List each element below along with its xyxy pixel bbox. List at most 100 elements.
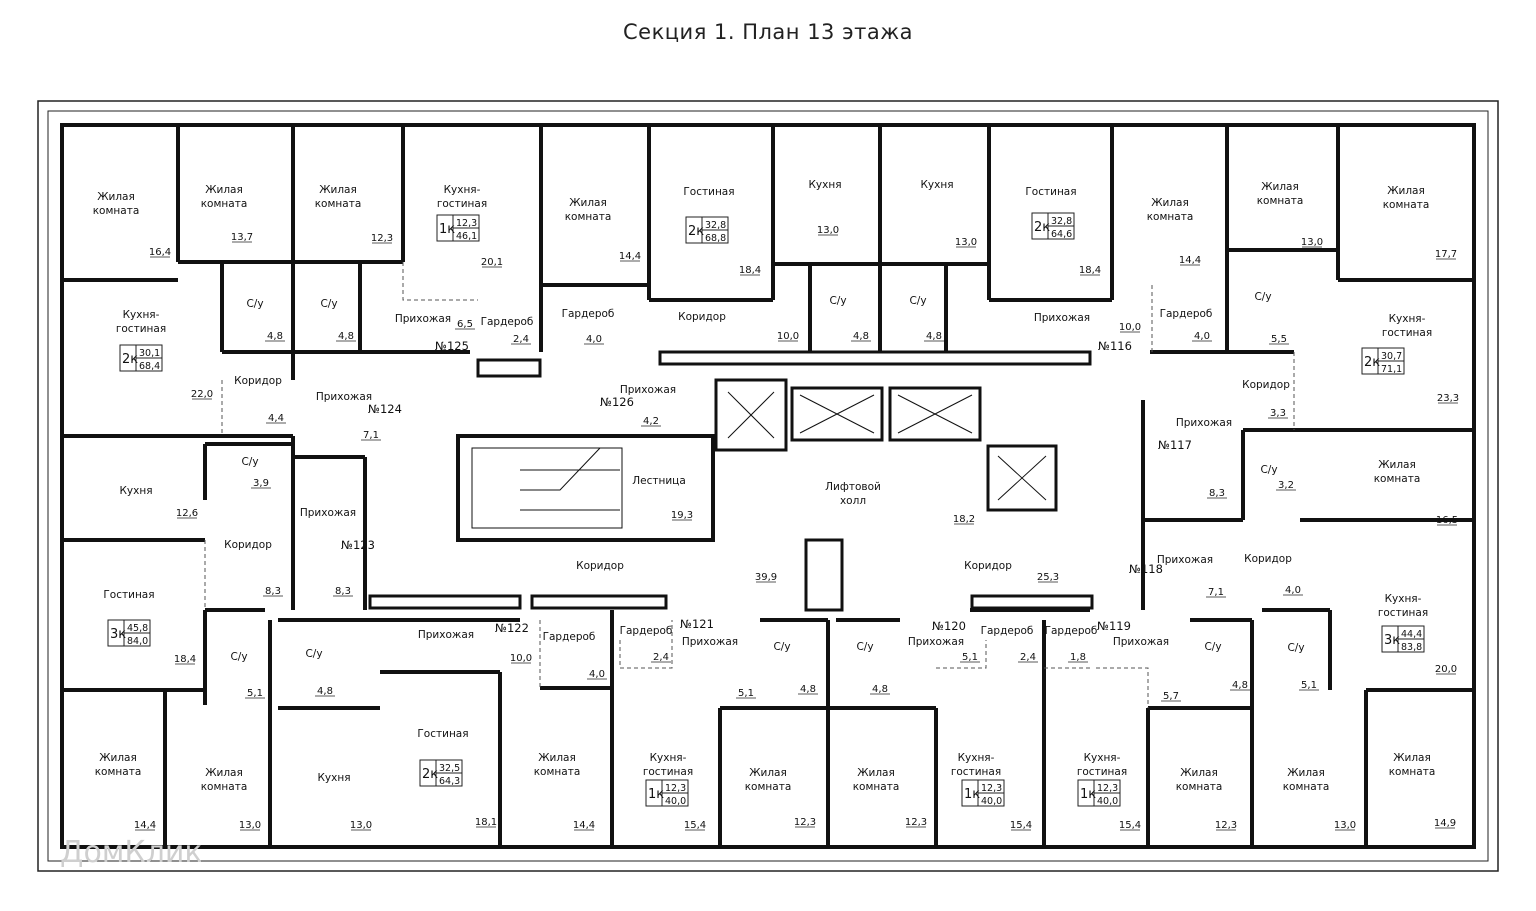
room-area: 13,0 bbox=[350, 820, 372, 831]
room-name: Прихожая bbox=[418, 629, 474, 641]
tag-rooms: 2к bbox=[122, 352, 138, 367]
room-name: Гардероб bbox=[981, 625, 1034, 637]
room-area: 1,8 bbox=[1070, 652, 1086, 663]
room-area: 15,4 bbox=[1010, 820, 1032, 831]
room-area: 10,0 bbox=[510, 653, 532, 664]
room-area: 12,3 bbox=[905, 817, 927, 828]
room-area: 4,8 bbox=[926, 331, 942, 342]
room-area: 3,3 bbox=[1270, 408, 1286, 419]
room-area: 12,6 bbox=[176, 508, 198, 519]
room-area: 2,4 bbox=[1020, 652, 1036, 663]
room-area: 13,0 bbox=[1301, 237, 1323, 248]
tag-rooms: 2к bbox=[1364, 355, 1380, 370]
tag-rooms: 3к bbox=[110, 627, 126, 642]
room-name: Коридор bbox=[964, 560, 1012, 572]
room-name: С/у bbox=[1287, 642, 1304, 654]
room-area: 13,0 bbox=[1334, 820, 1356, 831]
room-area: 4,8 bbox=[317, 686, 333, 697]
tag-living-area: 32,5 bbox=[439, 763, 460, 774]
room-area: 2,4 bbox=[653, 652, 669, 663]
tag-living-area: 30,1 bbox=[139, 348, 160, 359]
room-name: Гостиная bbox=[683, 186, 734, 198]
room-area: 8,3 bbox=[1209, 488, 1225, 499]
room-area: 18,1 bbox=[475, 817, 497, 828]
tag-rooms: 1к bbox=[439, 222, 455, 237]
apartment-number: №121 bbox=[680, 617, 714, 631]
room-name: Прихожая bbox=[908, 636, 964, 648]
room-name: Гостиная bbox=[417, 728, 468, 740]
room-name: Коридор bbox=[1244, 553, 1292, 565]
tag-total-area: 64,3 bbox=[439, 776, 460, 787]
room-name: Гардероб bbox=[1045, 625, 1098, 637]
room-name: Прихожая bbox=[1176, 417, 1232, 429]
room-name: С/у bbox=[773, 641, 790, 653]
apartment-number: №124 bbox=[368, 402, 402, 416]
room-area: 18,4 bbox=[174, 654, 196, 665]
room-name: Прихожая bbox=[316, 391, 372, 403]
room-area: 8,3 bbox=[335, 586, 351, 597]
tag-living-area: 45,8 bbox=[127, 623, 148, 634]
tag-total-area: 84,0 bbox=[127, 636, 148, 647]
room-name: С/у bbox=[320, 298, 337, 310]
room-name: С/у bbox=[241, 456, 258, 468]
room-area: 13,7 bbox=[231, 232, 253, 243]
room-area: 4,8 bbox=[853, 331, 869, 342]
room-name: Прихожая bbox=[1034, 312, 1090, 324]
room-name: Гостиная bbox=[103, 589, 154, 601]
room-area: 4,8 bbox=[872, 684, 888, 695]
room-area: 14,4 bbox=[573, 820, 595, 831]
tag-rooms: 2к bbox=[1034, 220, 1050, 235]
tag-total-area: 68,4 bbox=[139, 361, 160, 372]
room-name: Кухня-гостиная bbox=[1382, 313, 1432, 339]
room-area: 4,4 bbox=[268, 413, 284, 424]
room-area: 4,8 bbox=[800, 684, 816, 695]
room-area: 13,0 bbox=[955, 237, 977, 248]
room-area: 4,0 bbox=[586, 334, 602, 345]
room-area: 19,3 bbox=[671, 510, 693, 521]
room-area: 20,1 bbox=[481, 257, 503, 268]
room-area: 12,3 bbox=[371, 233, 393, 244]
room-name: Прихожая bbox=[682, 636, 738, 648]
room-area: 3,2 bbox=[1278, 480, 1294, 491]
room-area: 4,8 bbox=[267, 331, 283, 342]
room-area: 14,4 bbox=[1179, 255, 1201, 266]
room-name: С/у bbox=[1254, 291, 1271, 303]
tag-rooms: 1к bbox=[648, 787, 664, 802]
room-name: Кухня-гостиная bbox=[1077, 752, 1127, 778]
room-name: Коридор bbox=[678, 311, 726, 323]
room-area: 4,8 bbox=[338, 331, 354, 342]
room-name: Гардероб bbox=[620, 625, 673, 637]
tag-total-area: 68,8 bbox=[705, 233, 726, 244]
room-name: Гардероб bbox=[1160, 308, 1213, 320]
room-area: 14,4 bbox=[134, 820, 156, 831]
room-name: Коридор bbox=[234, 375, 282, 387]
room-name: Лестница bbox=[632, 475, 686, 487]
room-name: Кухня-гостиная bbox=[643, 752, 693, 778]
apartment-number: №118 bbox=[1129, 562, 1163, 576]
tag-total-area: 64,6 bbox=[1051, 229, 1072, 240]
interior-walls bbox=[62, 125, 1474, 847]
room-area: 4,2 bbox=[643, 416, 659, 427]
tag-rooms: 2к bbox=[688, 224, 704, 239]
room-area: 12,3 bbox=[1215, 820, 1237, 831]
tag-living-area: 32,8 bbox=[705, 220, 726, 231]
room-area: 39,9 bbox=[755, 572, 777, 583]
room-name: Кухня-гостиная bbox=[951, 752, 1001, 778]
